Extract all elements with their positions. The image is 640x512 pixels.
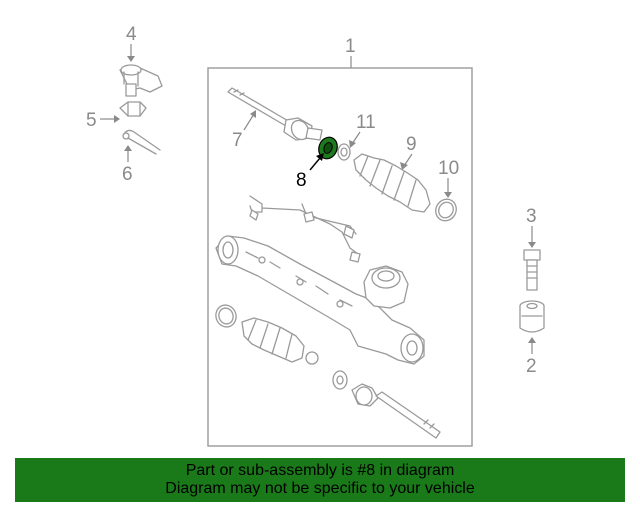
callout-2-arrow — [528, 337, 536, 343]
callout-9-arrow — [400, 162, 408, 170]
callout-3[interactable]: 3 — [526, 206, 537, 227]
callout-7-arrow — [250, 110, 256, 118]
callout-8-arrow — [316, 153, 324, 161]
callout-8-leader — [309, 157, 321, 171]
lower-tie-rod-part[interactable] — [351, 383, 441, 439]
clamp-part-10[interactable] — [432, 195, 460, 224]
callout-2[interactable]: 2 — [526, 356, 537, 377]
banner-line-2: Diagram may not be specific to your vehi… — [165, 480, 475, 497]
callout-3-arrow — [528, 242, 536, 248]
cotter-pin-part[interactable] — [122, 129, 161, 155]
callout-9[interactable]: 9 — [406, 134, 417, 155]
assembly-frame — [207, 67, 473, 447]
callout-5-arrow — [114, 115, 120, 123]
nut-part[interactable] — [119, 101, 147, 117]
left-boot-part[interactable] — [213, 302, 319, 365]
callout-5[interactable]: 5 — [86, 110, 97, 131]
bushing-part[interactable] — [519, 300, 545, 333]
info-banner-bg — [15, 458, 625, 502]
boot-part-9[interactable] — [353, 153, 431, 213]
callout-6[interactable]: 6 — [122, 164, 133, 185]
inner-bushing-part[interactable] — [332, 370, 348, 390]
callout-10[interactable]: 10 — [438, 158, 459, 179]
callout-6-arrow — [124, 145, 132, 151]
inner-bushing-hole — [336, 375, 344, 385]
callout-4[interactable]: 4 — [126, 24, 137, 45]
callout-10-arrow — [444, 192, 452, 198]
callout-1[interactable]: 1 — [345, 36, 356, 57]
inner-tie-rod-part[interactable] — [227, 87, 323, 143]
fluid-lines — [249, 195, 361, 263]
part-11[interactable] — [337, 143, 351, 161]
rack-housing-part[interactable] — [215, 235, 425, 365]
tie-rod-end-part[interactable] — [119, 64, 163, 97]
callout-11[interactable]: 11 — [356, 112, 376, 133]
callout-7[interactable]: 7 — [232, 130, 243, 151]
callout-4-arrow — [127, 56, 135, 62]
callout-7-leader — [243, 113, 255, 131]
banner-line-1: Part or sub-assembly is #8 in diagram — [185, 462, 455, 479]
info-banner: Part or sub-assembly is #8 in diagram Di… — [15, 458, 625, 502]
bolt-part[interactable] — [523, 249, 541, 291]
callout-8[interactable]: 8 — [296, 170, 307, 191]
callout-11-arrow — [349, 140, 356, 148]
callout-9-leader — [403, 153, 413, 167]
